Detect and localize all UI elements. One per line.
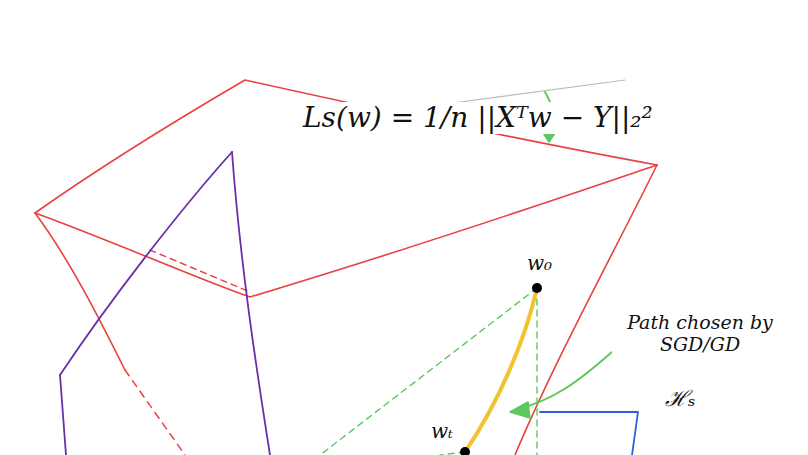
- end-point-label: wₜ: [428, 420, 456, 443]
- hypothesis-class-label: ℋₛ: [662, 386, 698, 411]
- loss-formula: Ls(w) = 1/n ||Xᵀw − Y||₂²: [300, 102, 656, 134]
- start-point-label: w₀: [524, 252, 555, 275]
- path-note: Path chosen by SGD/GD: [612, 312, 788, 356]
